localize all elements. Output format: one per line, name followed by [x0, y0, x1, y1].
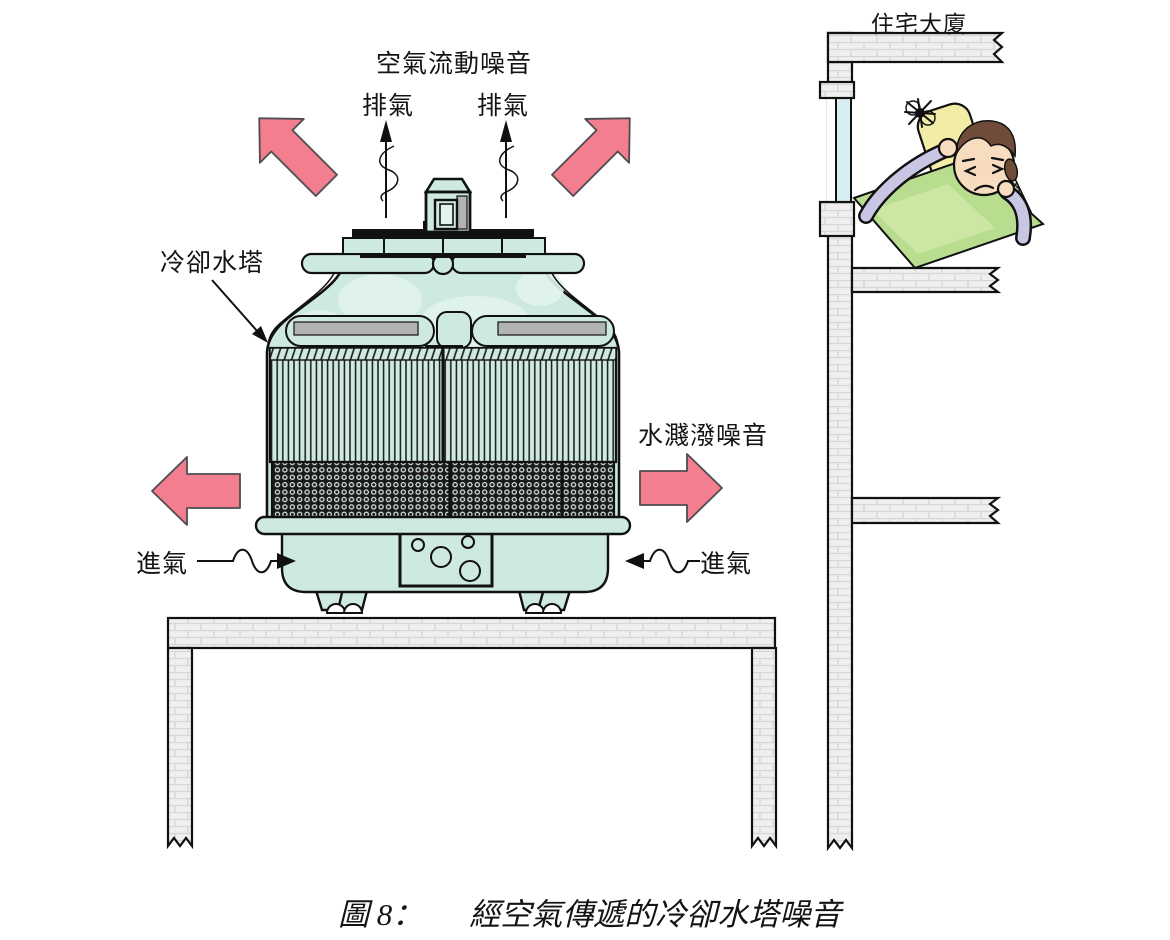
- annoyed-sleeper-illustration: [852, 98, 1045, 270]
- intake-label-left: 進氣: [136, 551, 189, 578]
- noise-arrow-up-right-icon: [551, 117, 631, 197]
- residential-building-label: 住宅大廈: [871, 12, 967, 37]
- noise-arrow-right-icon: [639, 453, 723, 523]
- basin-lip: [254, 515, 632, 536]
- shell-inner-line-left: [267, 257, 339, 346]
- rooftop-structure: [166, 616, 778, 850]
- blanket-highlight: [872, 184, 995, 254]
- sleeper-hand-left: [937, 137, 959, 159]
- annoyance-scribble-icon: [904, 98, 936, 128]
- exhaust-arrow-right-icon: [499, 120, 519, 218]
- noise-arrow-left-icon: [151, 456, 241, 526]
- residential-building-structure: [818, 31, 1005, 852]
- exhaust-label-right: 排氣: [477, 93, 530, 120]
- basin-access-panel: [398, 530, 494, 588]
- water-splash-noise-label: 水濺潑噪音: [638, 423, 769, 450]
- building-floor-slab-upper: [850, 266, 1002, 294]
- sleeper-sideburn: [1003, 158, 1019, 182]
- cooling-tower-label: 冷卻水塔: [160, 250, 265, 277]
- sleeper-face: [961, 156, 1005, 192]
- exhaust-arrow-left-icon: [379, 120, 399, 218]
- basin-panel-holes: [411, 535, 481, 582]
- figure-title: 經空氣傳遞的冷卻水塔噪音: [469, 897, 842, 932]
- intake-arrow-right-icon: [625, 548, 700, 574]
- window-sill-top: [818, 80, 856, 100]
- sleeper-arm-left: [860, 144, 952, 222]
- noise-arrow-up-left-icon: [258, 117, 338, 197]
- louvre-band: [268, 346, 618, 464]
- figure-caption: 圖 8： 經空氣傳遞的冷卻水塔噪音: [338, 889, 841, 934]
- mesh-intake-band: [270, 460, 616, 521]
- intake-arrow-left-icon: [197, 548, 296, 574]
- cooling-tower-pointer-arrow: [211, 279, 268, 343]
- right-support-wall: [750, 646, 778, 850]
- sleeper-hair: [955, 120, 1017, 159]
- exhaust-label-left: 排氣: [362, 93, 415, 120]
- intake-label-right: 進氣: [700, 551, 753, 578]
- cooling-tower-illustration: [254, 177, 632, 614]
- left-support-wall: [166, 646, 194, 850]
- window-sill-bottom: [818, 200, 856, 238]
- figure-number: 圖 8：: [338, 897, 424, 932]
- air-flow-noise-label: 空氣流動噪音: [376, 51, 533, 78]
- roof-slab: [166, 616, 777, 650]
- building-floor-slab-lower: [850, 496, 1002, 525]
- sleeper-hand-right: [996, 179, 1016, 199]
- fan-motor: [423, 177, 473, 234]
- window-pane: [835, 97, 852, 203]
- building-roof-slab: [826, 31, 1005, 64]
